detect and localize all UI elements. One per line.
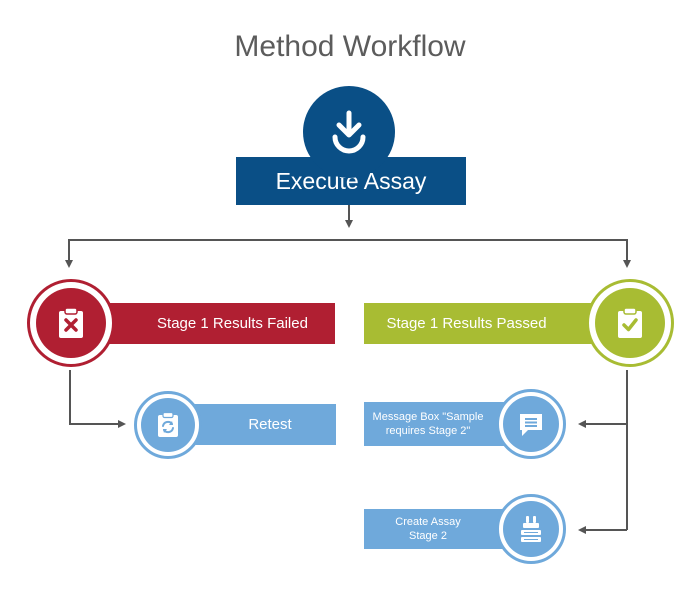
stage1-passed-box: Stage 1 Results Passed xyxy=(364,303,609,344)
execute-assay-circle xyxy=(303,86,395,178)
download-arrow-icon xyxy=(332,110,366,154)
diagram-title: Method Workflow xyxy=(234,30,466,63)
clipboard-x-icon xyxy=(59,307,83,338)
create-assay-circle xyxy=(496,494,566,564)
clipboard-refresh-icon xyxy=(158,411,178,437)
retest-label: Retest xyxy=(248,416,292,433)
connector-failed-to-retest xyxy=(69,370,126,428)
stage1-failed-label: Stage 1 Results Failed xyxy=(157,315,308,332)
retest-box: Retest xyxy=(176,404,336,445)
message-box-label: Message Box "Sample requires Stage 2" xyxy=(372,410,484,437)
stage1-failed-circle xyxy=(27,279,115,367)
connector-split-bar xyxy=(68,239,628,258)
stage1-passed-label: Stage 1 Results Passed xyxy=(386,315,547,332)
message-box-icon xyxy=(520,414,542,436)
create-assay-label: Create Assay Stage 2 xyxy=(395,515,461,542)
stage1-passed-circle xyxy=(586,279,674,367)
message-box-circle xyxy=(496,389,566,459)
stacked-samples-icon xyxy=(521,516,541,542)
clipboard-check-icon xyxy=(618,307,642,338)
stage1-failed-box: Stage 1 Results Failed xyxy=(90,303,335,344)
retest-circle xyxy=(134,391,202,459)
